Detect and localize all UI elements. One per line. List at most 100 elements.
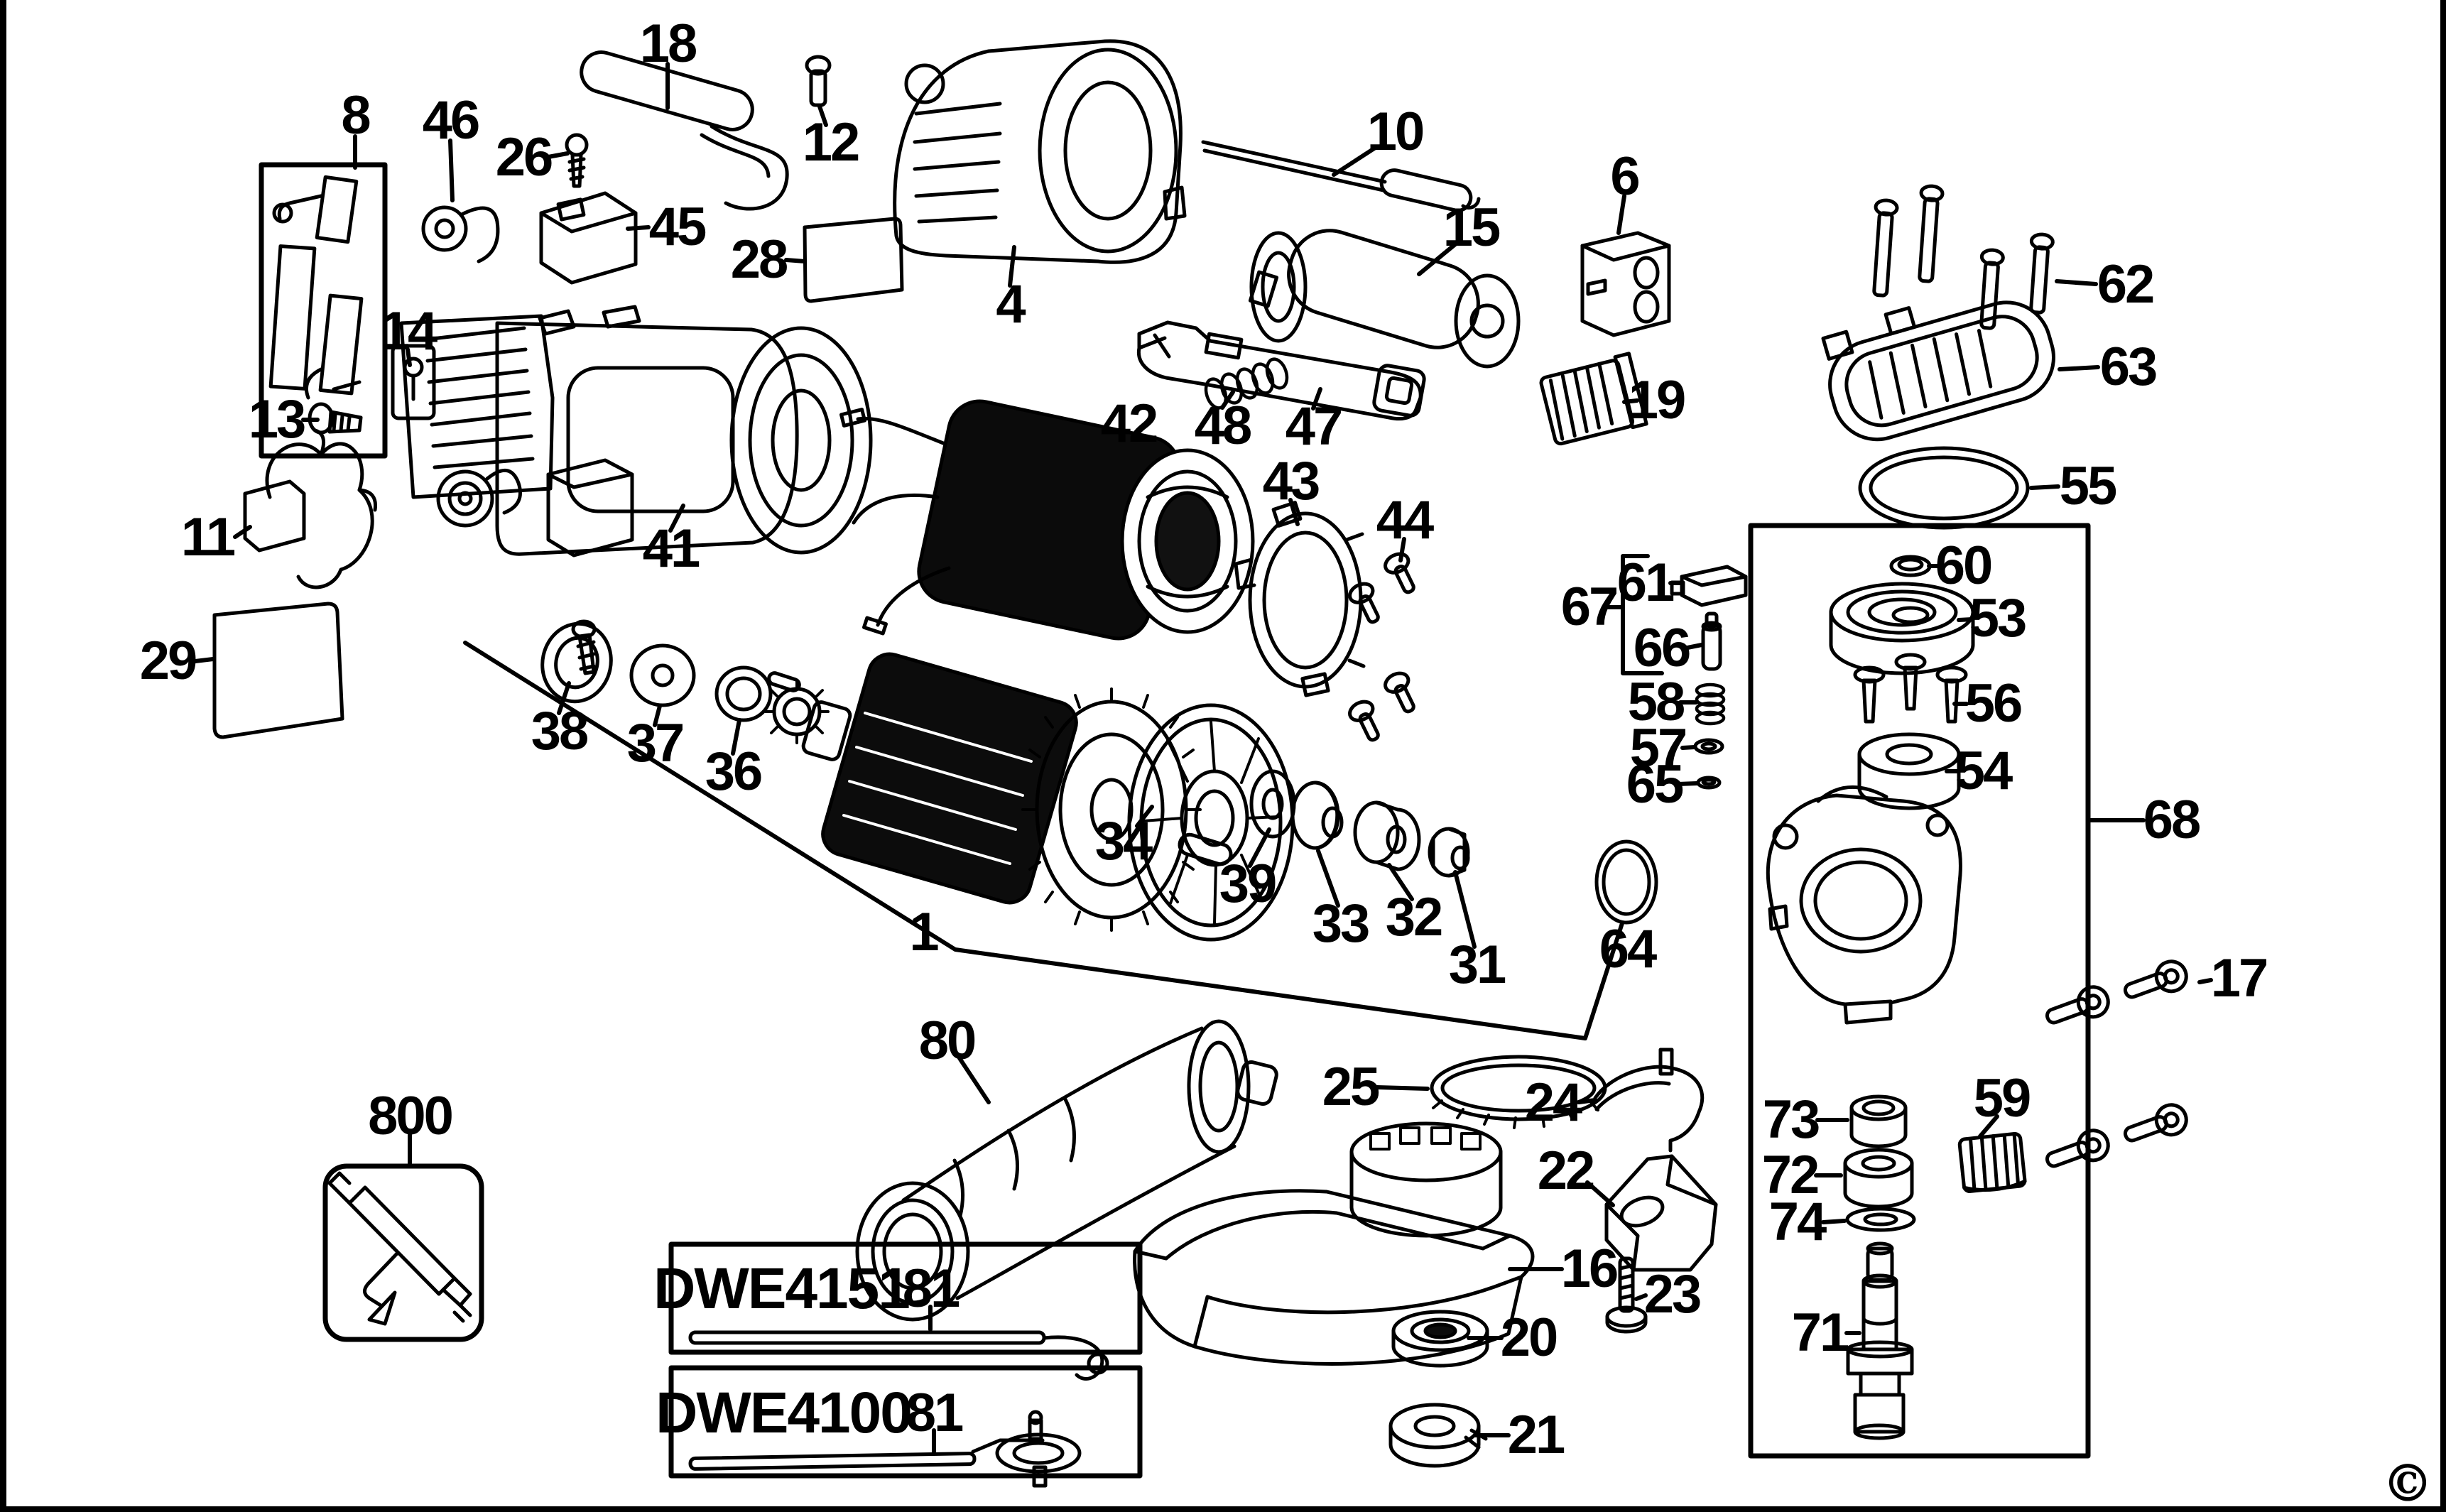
part-label-41: 41 — [642, 518, 701, 579]
part-64-drawing — [1594, 839, 1658, 925]
part-label-10: 10 — [1366, 102, 1425, 162]
part-17-screws — [2045, 959, 2188, 1168]
part-gearcase-drawing — [1766, 785, 1962, 1025]
part-label-29: 29 — [139, 631, 198, 691]
part-label-38: 38 — [531, 701, 589, 761]
part-label-16: 16 — [1560, 1239, 1619, 1299]
part-label-20: 20 — [1500, 1307, 1559, 1368]
part-47-drawing — [1136, 320, 1426, 421]
part-label-model-dwe4100: DWE4100 — [656, 1381, 913, 1445]
part-label-61: 61 — [1616, 553, 1675, 613]
part-label-60: 60 — [1935, 535, 1994, 596]
part-11-drawing — [243, 428, 378, 589]
part-label-67: 67 — [1560, 577, 1619, 637]
part-29-drawing — [212, 602, 344, 739]
part-53-drawing — [1829, 582, 1975, 675]
part-67-bracket — [1621, 554, 1664, 675]
part-label-13: 13 — [248, 389, 307, 450]
part-label-34: 34 — [1094, 811, 1153, 871]
part-42-drawing — [839, 399, 1255, 641]
part-800-box — [322, 1163, 484, 1342]
part-label-18: 18 — [639, 13, 698, 74]
part-label-62: 62 — [2097, 254, 2156, 315]
part-12-screw — [805, 55, 832, 107]
part-label-17: 17 — [2210, 948, 2269, 1008]
part-label-81-dwe4151: 81 — [902, 1258, 961, 1319]
part-800-drawing — [327, 1171, 472, 1326]
part-10-drawing — [1201, 140, 1481, 212]
part-33-drawing — [1290, 781, 1344, 850]
part-label-55: 55 — [2059, 456, 2118, 516]
leader-lines — [193, 62, 2213, 1454]
part-label-73: 73 — [1762, 1089, 1821, 1150]
part-label-47: 47 — [1285, 396, 1344, 457]
part-20-drawing — [1391, 1310, 1489, 1368]
part-72-drawing — [1843, 1148, 1914, 1209]
part-61-drawing — [1670, 565, 1748, 607]
part-31-drawing — [1428, 827, 1470, 878]
part-label-58: 58 — [1627, 672, 1686, 732]
part-label-model-dwe4151: DWE4151 — [653, 1256, 911, 1321]
part-1-bracket — [463, 641, 1624, 1040]
copyright-symbol: © — [2382, 1452, 2433, 1512]
part-label-54: 54 — [1955, 741, 2013, 801]
part-label-33: 33 — [1312, 893, 1371, 954]
part-22-drawing — [1604, 1154, 1718, 1272]
part-label-12: 12 — [802, 112, 861, 173]
part-16-drawing — [1133, 1121, 1535, 1366]
part-label-31: 31 — [1448, 935, 1507, 995]
part-label-36: 36 — [705, 741, 763, 802]
part-label-42: 42 — [1100, 393, 1159, 454]
part-24-drawing — [1593, 1048, 1705, 1153]
part-15-drawing — [1248, 229, 1521, 369]
part-58-drawing — [1695, 682, 1726, 726]
part-label-64: 64 — [1599, 919, 1658, 979]
part-label-32: 32 — [1385, 887, 1444, 947]
part-57-drawing — [1693, 738, 1724, 755]
part-19-drawing — [1539, 352, 1648, 446]
part-label-22: 22 — [1537, 1141, 1596, 1201]
part-39-drawing — [1249, 769, 1296, 839]
part-label-68: 68 — [2143, 790, 2202, 850]
part-label-28: 28 — [730, 229, 789, 290]
part-label-26: 26 — [495, 127, 554, 187]
part-80-drawing — [855, 1019, 1278, 1322]
part-71-drawing — [1846, 1241, 1914, 1440]
part-label-48: 48 — [1194, 396, 1253, 456]
part-48-spring — [1204, 357, 1289, 410]
part-label-74: 74 — [1768, 1192, 1827, 1252]
part-28-drawing — [803, 217, 904, 303]
part-36-drawing — [714, 665, 773, 722]
part-label-43: 43 — [1262, 451, 1321, 511]
part-label-24: 24 — [1524, 1072, 1583, 1133]
part-55-drawing — [1858, 446, 2030, 530]
part-label-21: 21 — [1507, 1405, 1566, 1465]
part-8-box — [259, 162, 388, 459]
part-46-drawing — [421, 205, 500, 263]
part-label-800: 800 — [368, 1086, 454, 1146]
part-60-drawing — [1889, 555, 1932, 577]
part-label-80: 80 — [918, 1011, 977, 1071]
part-56-screws — [1853, 653, 1968, 724]
part-37-drawing — [629, 643, 696, 707]
part-label-11: 11 — [180, 507, 236, 567]
part-32-drawing — [1353, 800, 1421, 871]
part-73-drawing — [1849, 1094, 1908, 1148]
part-label-59: 59 — [1973, 1068, 2032, 1128]
part-label-23: 23 — [1643, 1264, 1702, 1325]
part-label-39: 39 — [1219, 854, 1278, 914]
part-label-19: 19 — [1628, 370, 1687, 430]
part-43-drawing — [1234, 501, 1366, 697]
part-66-drawing — [1701, 611, 1722, 671]
part-label-45: 45 — [648, 197, 707, 257]
part-45-drawing — [539, 191, 638, 285]
part-23-screw — [1605, 1256, 1648, 1334]
part-44-screws — [1348, 552, 1415, 742]
part-label-65: 65 — [1626, 754, 1685, 815]
part-label-63: 63 — [2099, 337, 2158, 397]
part-62-screws — [1872, 184, 2055, 330]
part-8-drawing — [268, 175, 364, 400]
part-41-drawing — [399, 305, 873, 675]
